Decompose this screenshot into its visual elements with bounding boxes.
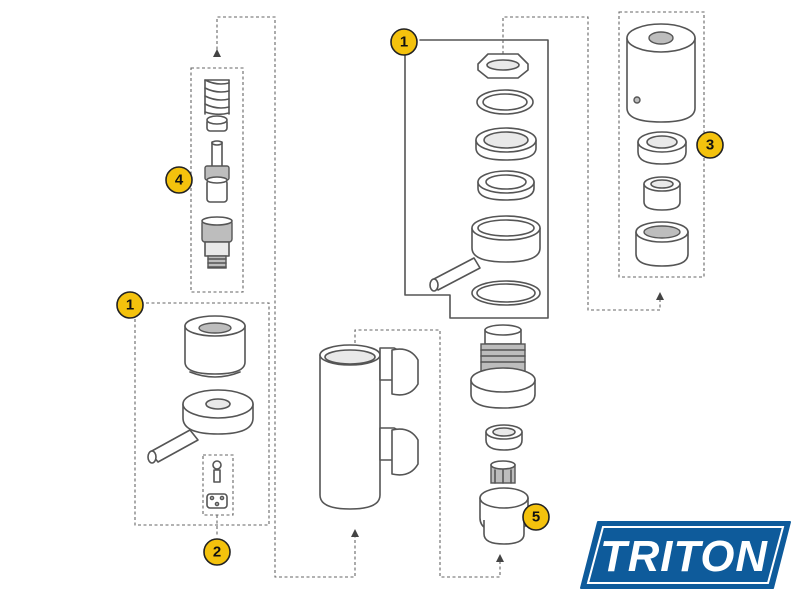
group-box-1-top [404,39,549,319]
valve-body [319,344,419,510]
connector-lines [213,16,664,578]
threaded-union [470,324,536,409]
handle-assembly [147,315,254,509]
logo-text: TRITON [600,532,768,581]
connector-arrow-mid [351,529,359,537]
callout-1-left-label: 1 [126,297,134,314]
collar [637,131,687,165]
callout-3-label: 3 [706,137,714,154]
callout-1-top: 1 [390,28,418,56]
end-cap [626,23,696,123]
logo-inner-border [586,526,785,584]
spring [204,79,230,116]
bushing [643,176,681,211]
callout-1-top-label: 1 [400,34,408,51]
callout-2-label: 2 [213,544,221,561]
outlet-fitting [470,324,536,545]
headwork [201,216,233,269]
callout-2: 2 [203,538,231,566]
washer-ring [475,127,537,161]
cartridge-assembly [201,79,233,269]
spout-ring [429,215,541,292]
triton-logo: TRITON [580,521,791,589]
connector-arrow-up [213,49,221,57]
connector-arrow-bottom [496,554,504,562]
threaded-nut [635,221,689,267]
callout-4-label: 4 [175,172,184,189]
callout-4: 4 [165,166,193,194]
washer-small [206,115,228,132]
shroud [184,315,246,378]
group-box-2 [202,454,234,516]
callout-5-label: 5 [532,509,540,526]
connector-left [216,16,356,578]
connector-arrow-group3 [656,292,664,300]
seal-stack [429,53,541,306]
callout-1-left: 1 [116,291,144,319]
o-ring-2 [471,280,541,306]
cap-assembly [626,23,696,267]
callout-5: 5 [522,503,550,531]
clip-ring [485,424,523,451]
o-ring-1 [476,89,534,115]
hex-nut [477,53,529,79]
split-ring [477,170,535,201]
logo-badge [580,521,791,589]
screw-and-adapter [206,460,228,509]
spindle [204,140,230,203]
connector-middle [354,329,501,578]
group-box-1-left [134,302,270,526]
connector-right [502,16,661,311]
lever-handle [147,389,254,464]
callout-3: 3 [696,131,724,159]
check-valve [479,460,529,545]
